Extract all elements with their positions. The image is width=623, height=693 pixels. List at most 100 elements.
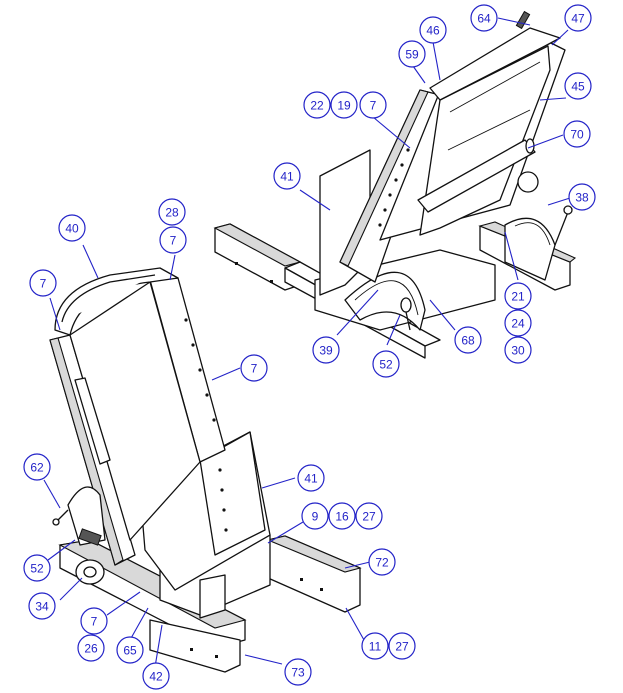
balloon-47: 47 [564, 4, 592, 32]
balloon-label: 65 [123, 644, 137, 658]
balloon-65: 65 [116, 636, 144, 664]
balloon-21: 21 [504, 282, 532, 310]
balloon-circle [355, 502, 383, 530]
leader-lines [43, 17, 571, 668]
balloon-59: 59 [398, 40, 426, 68]
balloon-label: 26 [84, 642, 98, 656]
balloon-circle [297, 464, 325, 492]
balloon-64: 64 [470, 4, 498, 32]
balloon-24: 24 [504, 309, 532, 337]
balloon-19: 19 [330, 91, 358, 119]
balloon-circle [80, 607, 108, 635]
balloon-label: 34 [35, 600, 49, 614]
balloon-circle [303, 91, 331, 119]
balloon-label: 47 [571, 12, 585, 26]
balloon-label: 21 [511, 290, 525, 304]
balloon-circle [470, 4, 498, 32]
balloon-27b: 27 [388, 632, 416, 660]
balloon-circle [388, 632, 416, 660]
handle [57, 509, 69, 521]
balloon-7b: 7 [159, 226, 187, 254]
balloon-circle [361, 632, 389, 660]
balloon-34: 34 [28, 592, 56, 620]
balloon-label: 7 [251, 362, 258, 376]
balloon-label: 38 [575, 191, 589, 205]
lower-assembly [49, 267, 362, 673]
rear-quadrant [504, 217, 556, 281]
balloon-circle [240, 354, 268, 382]
balloon-label: 9 [312, 510, 319, 524]
balloon-label: 7 [370, 99, 377, 113]
balloon-label: 52 [30, 562, 44, 576]
foot-rail [149, 619, 241, 673]
balloon-72: 72 [368, 548, 396, 576]
balloon-45: 45 [564, 72, 592, 100]
balloon-39: 39 [312, 336, 340, 364]
balloon-70: 70 [563, 120, 591, 148]
balloon-label: 27 [362, 510, 376, 524]
balloon-label: 27 [395, 640, 409, 654]
balloon-label: 73 [291, 666, 305, 680]
balloon-label: 70 [570, 128, 584, 142]
roller [417, 139, 536, 213]
balloon-circle [58, 214, 86, 242]
upper-assembly [213, 10, 577, 359]
balloon-label: 52 [379, 358, 393, 372]
balloon-label: 11 [369, 640, 382, 654]
balloon-41b: 41 [297, 464, 325, 492]
balloon-label: 19 [337, 99, 351, 113]
balloon-label: 7 [40, 277, 47, 291]
balloon-label: 7 [91, 615, 98, 629]
balloon-7c: 7 [29, 269, 57, 297]
balloon-circle [564, 4, 592, 32]
balloon-circle [29, 269, 57, 297]
balloon-label: 68 [461, 334, 475, 348]
balloon-circle [28, 592, 56, 620]
balloon-52b: 52 [23, 554, 51, 582]
rear-handle [554, 211, 569, 246]
balloon-label: 22 [310, 99, 324, 113]
balloon-label: 7 [170, 234, 177, 248]
balloon-label: 62 [30, 461, 44, 475]
balloon-circle [312, 336, 340, 364]
balloon-circle [359, 91, 387, 119]
balloon-28: 28 [158, 198, 186, 226]
balloon-circle [23, 554, 51, 582]
balloon-42: 42 [142, 662, 170, 690]
balloon-22: 22 [303, 91, 331, 119]
balloon-circle [328, 502, 356, 530]
cylinder [74, 377, 111, 465]
balloon-circle [77, 634, 105, 662]
balloon-circle [158, 198, 186, 226]
balloon-circle [116, 636, 144, 664]
balloon-label: 46 [426, 24, 440, 38]
balloon-9: 9 [301, 502, 329, 530]
balloon-label: 41 [280, 170, 294, 184]
top-arch-pad [54, 267, 179, 336]
balloon-circle [159, 226, 187, 254]
balloon-label: 64 [477, 12, 491, 26]
balloon-circle [284, 658, 312, 686]
balloon-circle [330, 91, 358, 119]
balloon-label: 59 [405, 48, 419, 62]
top-knob [515, 10, 531, 30]
balloon-7d: 7 [240, 354, 268, 382]
balloon-label: 30 [511, 344, 525, 358]
balloon-label: 24 [511, 317, 525, 331]
balloon-label: 41 [304, 472, 318, 486]
balloon-46: 46 [419, 16, 447, 44]
balloon-52a: 52 [372, 350, 400, 378]
balloon-7a: 7 [359, 91, 387, 119]
balloon-circle [23, 453, 51, 481]
balloon-62: 62 [23, 453, 51, 481]
balloon-label: 39 [319, 344, 333, 358]
left-quadrant [67, 486, 106, 546]
balloon-circle [564, 72, 592, 100]
balloon-circle [301, 502, 329, 530]
balloon-40: 40 [58, 214, 86, 242]
balloon-circle [504, 282, 532, 310]
balloon-circle [419, 16, 447, 44]
